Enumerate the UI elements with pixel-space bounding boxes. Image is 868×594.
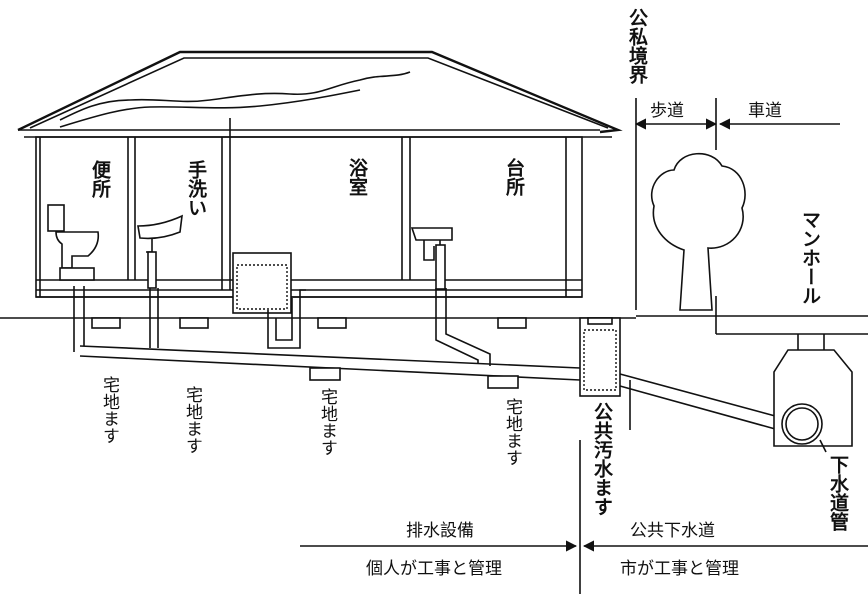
boundary-label: 公私境界 (626, 8, 648, 85)
roadway-label: 車道 (748, 101, 782, 121)
basin-boxes (91, 317, 527, 389)
public-note: 市が工事と管理 (620, 559, 739, 579)
public-title: 公共下水道 (630, 521, 715, 541)
toilet-fixture (47, 204, 100, 281)
boundary-line (579, 98, 637, 594)
room-label-toilet: 便所 (89, 160, 111, 199)
sewer-main (781, 403, 823, 445)
house (17, 50, 623, 298)
room-label-handwash: 手洗い (185, 159, 207, 217)
manhole-label: マンホール (799, 210, 821, 305)
house-wall (35, 136, 583, 298)
private-title: 排水設備 (406, 521, 474, 541)
roof (17, 50, 623, 134)
house-basin-label-3: 宅地ます (317, 388, 338, 456)
room-label-kitchen: 台所 (503, 157, 525, 197)
handwash-fixture (137, 214, 183, 289)
roof-wave (59, 71, 411, 121)
house-basin-label-4: 宅地ます (502, 398, 523, 466)
sidewalk-label: 歩道 (650, 101, 684, 121)
bathtub-fixture (232, 252, 292, 314)
public-basin (579, 317, 621, 397)
room-label-bath: 浴室 (346, 158, 368, 196)
leader-lines (629, 380, 827, 453)
house-basin-label-2: 宅地ます (182, 386, 203, 454)
sewer-pipe-label: 下水道管 (827, 455, 849, 532)
labels: 便所 手洗い 浴室 台所 公私境界 歩道 車道 マンホール 宅地ます 宅地ます … (89, 8, 849, 579)
ground (0, 296, 868, 335)
manhole (773, 334, 853, 447)
private-note: 個人が工事と管理 (366, 559, 502, 579)
kitchen-sink-fixture (410, 227, 453, 290)
road-arrows (634, 98, 840, 150)
drain-pipes (73, 286, 791, 433)
tree (650, 152, 746, 311)
house-basin-label-1: 宅地ます (99, 376, 120, 444)
public-basin-label: 公共汚水ます (591, 402, 613, 516)
